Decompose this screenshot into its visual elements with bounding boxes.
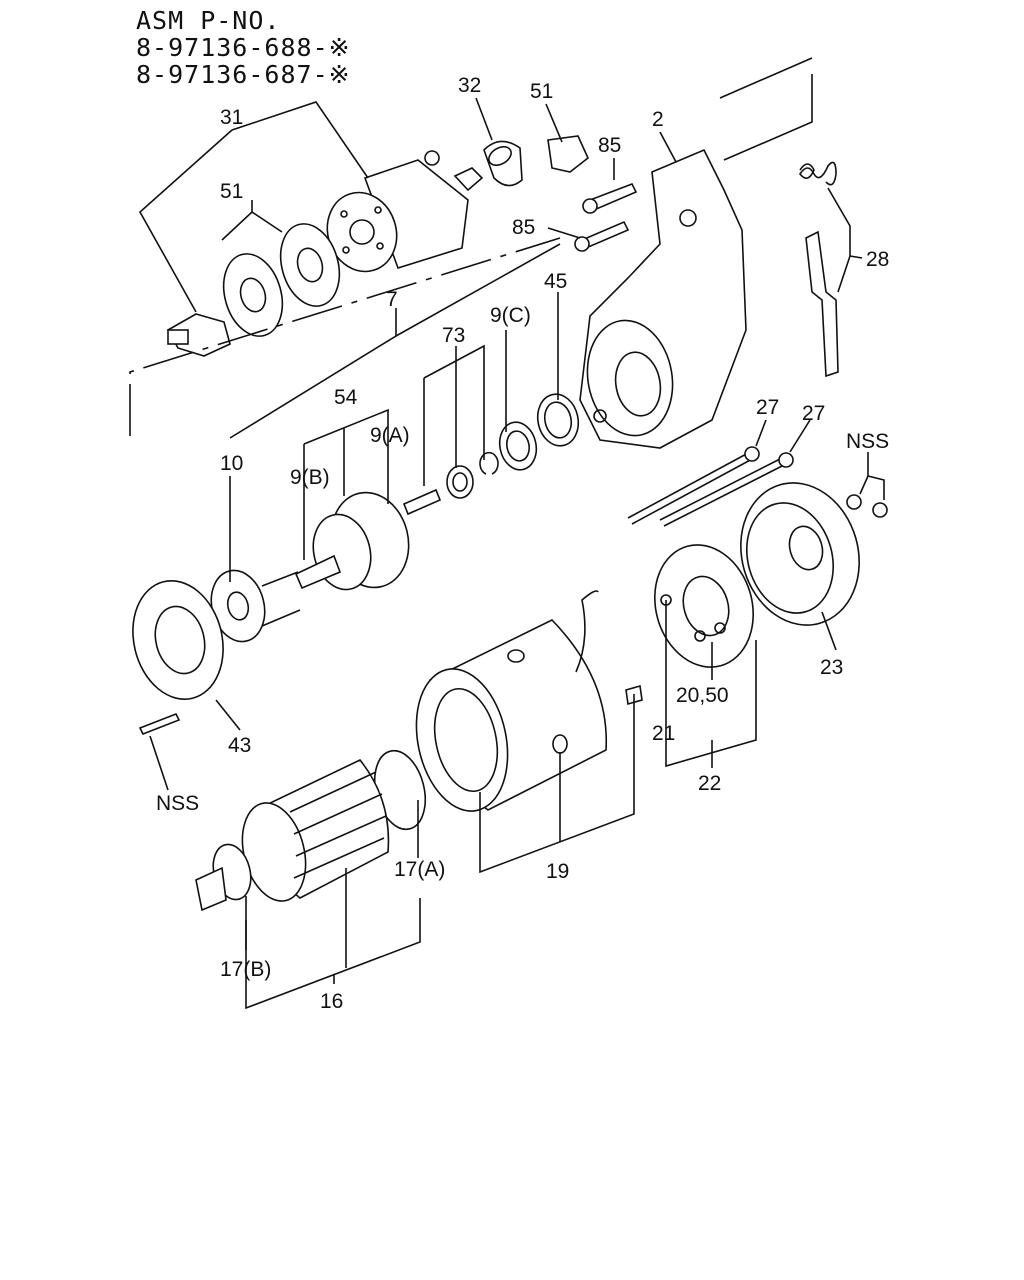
callout-85-lower: 85 [512, 216, 535, 239]
spring-lever-part-28 [799, 161, 839, 378]
assembly-part-number-2: 8-97136-687-※ [136, 60, 351, 89]
callout-16: 16 [320, 990, 343, 1013]
cap-part-32 [483, 140, 523, 187]
end-cover-part-23 [740, 482, 860, 626]
callout-nss-right: NSS [846, 430, 889, 453]
callout-9b: 9(B) [290, 466, 330, 489]
spacer-ring [446, 465, 474, 499]
ring-part-45 [536, 393, 580, 447]
callout-28: 28 [866, 248, 889, 271]
callout-51-upper: 51 [530, 80, 553, 103]
callout-19: 19 [546, 860, 569, 883]
assembly-part-number-heading: ASM P-NO. [136, 6, 281, 35]
callout-7: 7 [386, 288, 398, 311]
screw-right-nss [846, 494, 888, 518]
callout-21: 21 [652, 722, 675, 745]
overrunning-clutch-part-9b [294, 491, 410, 591]
callout-10: 10 [220, 452, 243, 475]
bolt-part-85 [574, 182, 638, 252]
callout-32: 32 [458, 74, 481, 97]
housing-part-2 [579, 148, 747, 449]
callout-51-left: 51 [220, 180, 243, 203]
spring-part-9a [402, 488, 442, 516]
callout-54: 54 [334, 386, 358, 409]
through-bolt-part-27 [627, 446, 794, 527]
callout-23: 23 [820, 656, 843, 679]
screw-part-nss [138, 712, 181, 736]
callout-9a: 9(A) [370, 424, 410, 447]
collar-part-9c [498, 421, 538, 471]
callout-17a: 17(A) [394, 858, 445, 881]
callout-17b: 17(B) [220, 958, 271, 981]
callout-9c: 9(C) [490, 304, 531, 327]
clip-part-51 [547, 135, 589, 173]
snap-ring-part-73 [479, 451, 499, 475]
magnetic-switch-part-31 [166, 150, 484, 357]
brush-holder-part-22 [653, 544, 755, 668]
leader-lines [129, 57, 885, 1010]
callout-2: 2 [652, 108, 664, 131]
yoke-part-19 [415, 590, 643, 812]
callout-45: 45 [544, 270, 567, 293]
armature-part-16 [195, 749, 427, 912]
assembly-part-number-1: 8-97136-688-※ [136, 33, 351, 62]
callout-85-upper: 85 [598, 134, 621, 157]
callout-31: 31 [220, 106, 243, 129]
callout-43: 43 [228, 734, 251, 757]
callout-20-50: 20,50 [676, 684, 729, 707]
callout-22: 22 [698, 772, 721, 795]
callout-27-right: 27 [802, 402, 825, 425]
washer-discs-part-51 [222, 223, 341, 337]
callout-27-left: 27 [756, 396, 779, 419]
cover-plate-part-43 [132, 580, 224, 700]
callout-nss-left: NSS [156, 792, 199, 815]
callout-73: 73 [442, 324, 465, 347]
